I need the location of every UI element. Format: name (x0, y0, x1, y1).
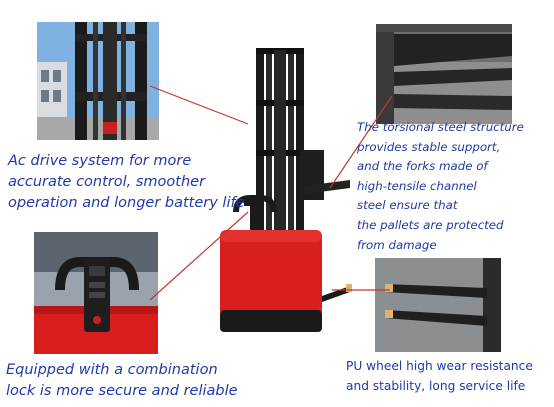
torsional-line-6: the pallets are protected (357, 217, 504, 232)
lock-line-1: Equipped with a combination (6, 362, 218, 378)
ac-drive-line-2: accurate control, smoother (8, 174, 206, 190)
pu-wheel-caption: PU wheel high wear resistance and stabil… (346, 356, 533, 396)
mast-chain-photo (37, 22, 159, 140)
ac-drive-caption: Ac drive system for more accurate contro… (8, 151, 245, 214)
lock-line-2: lock is more secure and reliable (6, 383, 238, 399)
torsional-line-7: from damage (357, 237, 437, 252)
torsional-line-3: and the forks made of (357, 159, 488, 174)
combination-lock-photo (34, 232, 158, 354)
lock-caption: Equipped with a combination lock is more… (6, 360, 238, 402)
torsional-caption: The torsional steel structure provides s… (357, 118, 524, 255)
ac-drive-line-3: operation and longer battery life (8, 195, 245, 211)
torsional-line-1: The torsional steel structure (357, 120, 524, 134)
torsional-line-2: provides stable support, (357, 139, 501, 154)
electric-stacker-photo (200, 40, 360, 340)
pu-wheel-line-2: and stability, long service life (346, 379, 526, 393)
pu-wheel-photo (375, 258, 501, 352)
pu-wheel-line-1: PU wheel high wear resistance (346, 359, 533, 373)
torsional-line-5: steel ensure that (357, 198, 458, 213)
ac-drive-line-1: Ac drive system for more (8, 153, 192, 169)
torsional-line-4: high-tensile channel (357, 178, 477, 193)
